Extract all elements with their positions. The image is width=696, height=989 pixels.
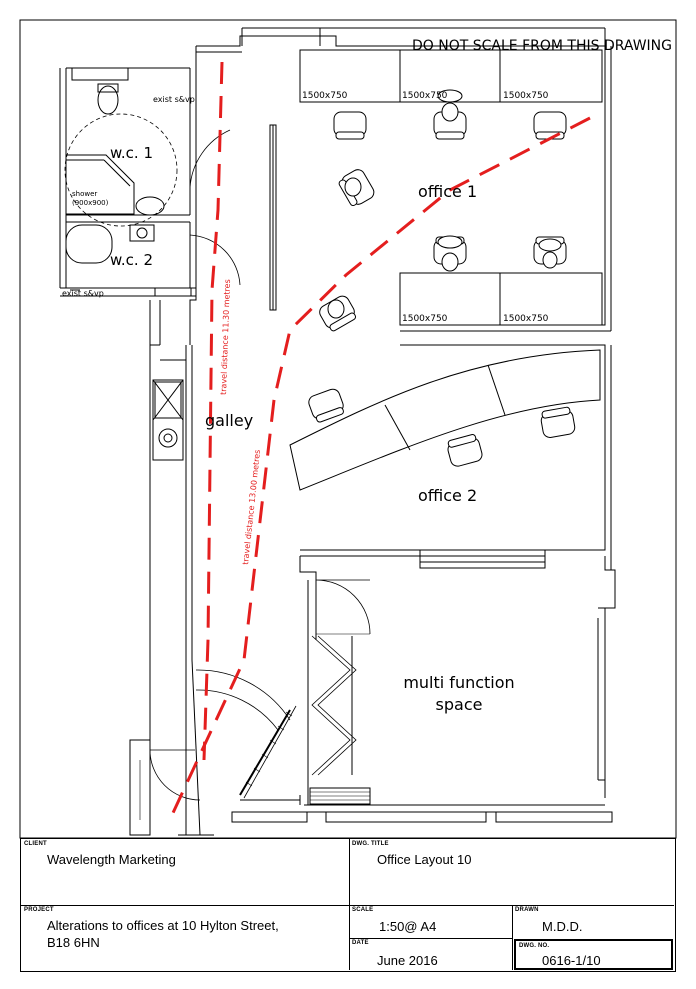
date-value: June 2016 xyxy=(377,953,438,968)
drawing-title: Office Layout 10 xyxy=(377,852,472,867)
desk-size-5: 1500x750 xyxy=(503,314,549,324)
project-line-1: Alterations to offices at 10 Hylton Stre… xyxy=(47,918,279,933)
drawn-value: M.D.D. xyxy=(542,919,583,934)
client-caption: CLIENT xyxy=(24,841,47,847)
drawn-cell: DRAWN M.D.D. xyxy=(512,905,674,938)
dwgno-cell: DWG. NO. 0616-1/10 xyxy=(514,939,673,970)
people xyxy=(327,89,562,319)
client-name: Wavelength Marketing xyxy=(47,852,176,867)
scale-value: 1:50@ A4 xyxy=(379,919,437,934)
desk-size-2: 1500x750 xyxy=(402,91,448,101)
travel-distance-1: travel distance 11.30 metres xyxy=(219,279,232,395)
client-cell: CLIENT Wavelength Marketing xyxy=(21,839,349,905)
desk-size-4: 1500x750 xyxy=(402,314,448,324)
room-label-multi-1: multi function xyxy=(403,673,514,692)
room-label-office2: office 2 xyxy=(418,486,477,505)
scale-cell: SCALE 1:50@ A4 xyxy=(349,905,512,938)
annotation-svp-top: exist s&vp xyxy=(153,95,195,104)
walls xyxy=(59,27,616,836)
dwgno-value: 0616-1/10 xyxy=(542,953,601,968)
desk-size-1: 1500x750 xyxy=(302,91,348,101)
title-block: CLIENT Wavelength Marketing DWG. TITLE O… xyxy=(20,838,676,972)
project-caption: PROJECT xyxy=(24,907,54,913)
drawing-notice: DO NOT SCALE FROM THIS DRAWING xyxy=(412,38,672,54)
annotation-shower-2: (900x900) xyxy=(72,199,109,207)
desk-size-3: 1500x750 xyxy=(503,91,549,101)
title-cell: DWG. TITLE Office Layout 10 xyxy=(349,839,674,905)
room-label-wc1: w.c. 1 xyxy=(110,144,153,162)
scale-caption: SCALE xyxy=(352,907,374,913)
title-caption: DWG. TITLE xyxy=(352,841,389,847)
room-label-wc2: w.c. 2 xyxy=(110,251,153,269)
room-label-galley: galley xyxy=(205,411,253,430)
annotation-shower-1: shower xyxy=(72,190,97,198)
date-caption: DATE xyxy=(352,940,369,946)
dwgno-caption: DWG. NO. xyxy=(519,943,550,949)
project-line-2: B18 6HN xyxy=(47,935,100,950)
escape-routes xyxy=(170,61,591,816)
date-cell: DATE June 2016 xyxy=(349,938,512,970)
project-cell: PROJECT Alterations to offices at 10 Hyl… xyxy=(21,905,349,970)
room-label-multi-2: space xyxy=(436,695,483,714)
room-label-office1: office 1 xyxy=(418,182,477,201)
drawn-caption: DRAWN xyxy=(515,907,539,913)
annotation-svp-bottom: exist s&vp xyxy=(62,289,104,298)
